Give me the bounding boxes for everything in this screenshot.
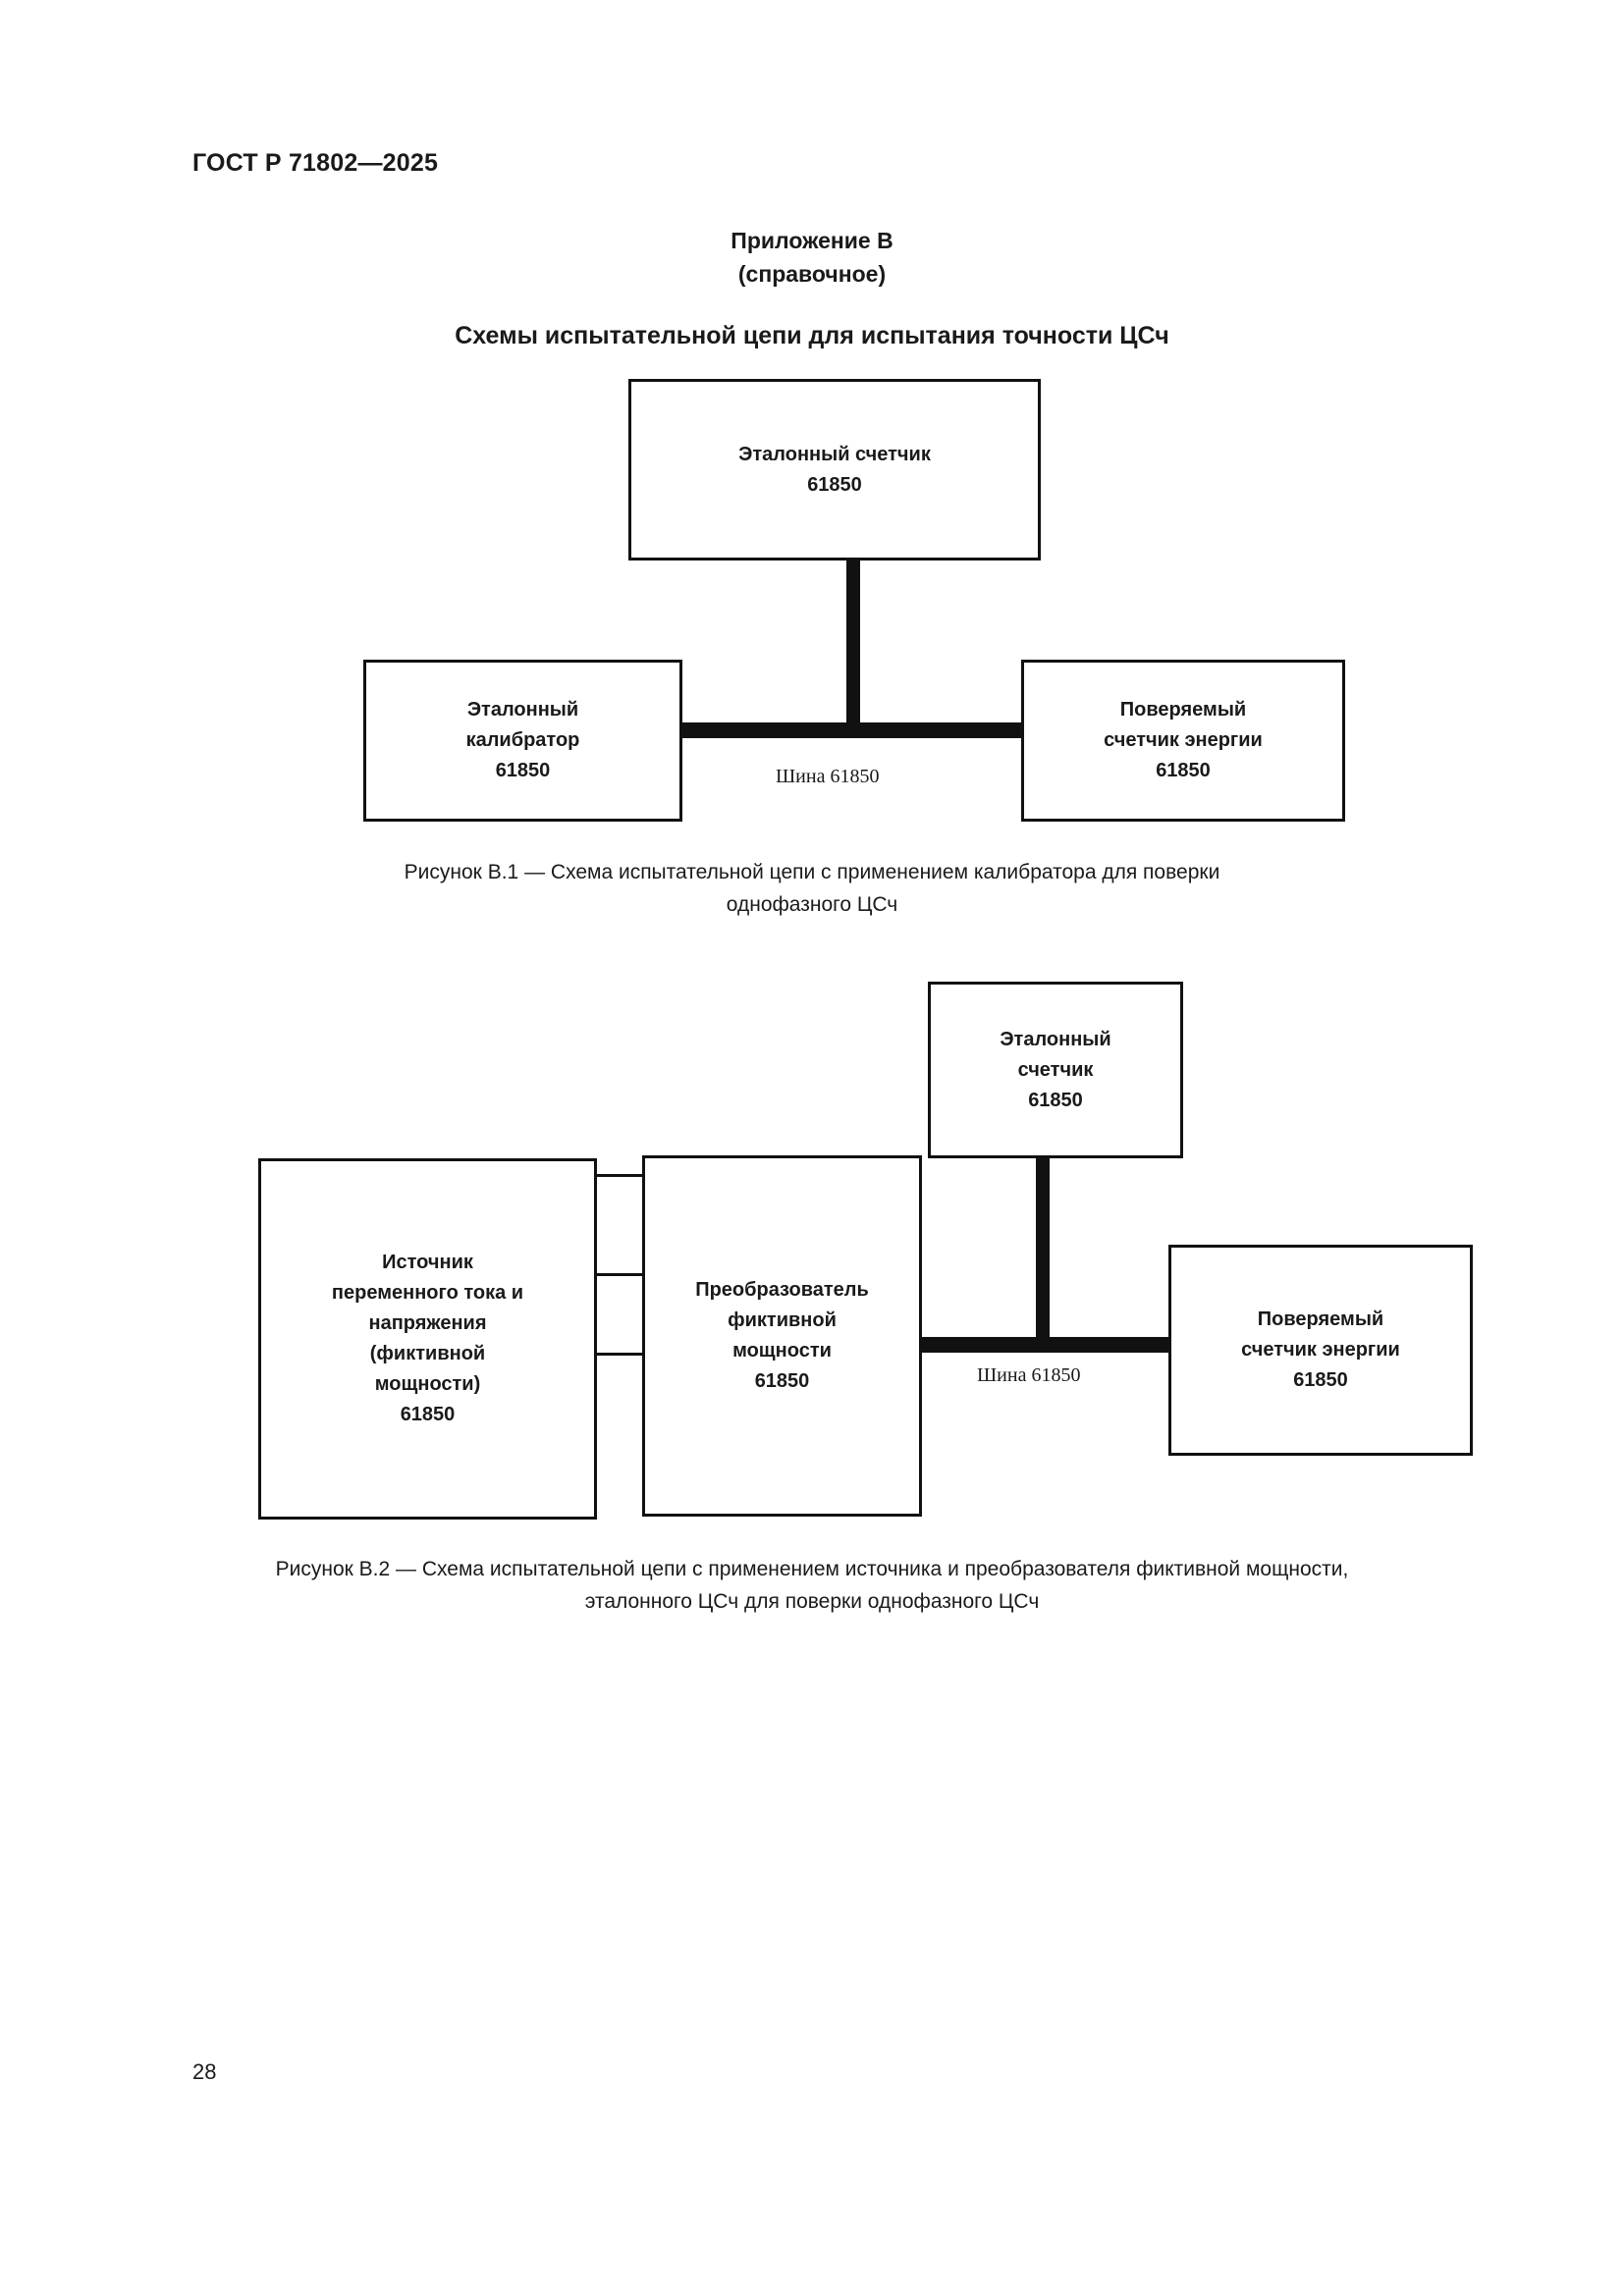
figure-b2-caption-line1: Рисунок В.2 — Схема испытательной цепи с…	[275, 1558, 1349, 1580]
b2-reference-meter-line2: счетчик	[1017, 1058, 1094, 1081]
figure-b1-caption-line1: Рисунок В.1 — Схема испытательной цепи с…	[404, 861, 1220, 883]
b1-meter-under-test-line1: Поверяемый	[1119, 699, 1247, 721]
b2-meter-under-test-line2: счетчик энергии	[1241, 1339, 1400, 1361]
b2-source-line6: 61850	[400, 1404, 456, 1425]
b2-source-line3: напряжения	[368, 1312, 487, 1334]
b1-reference-calibrator-line1: Эталонный	[466, 699, 579, 721]
figure-b1-caption: Рисунок В.1 — Схема испытательной цепи с…	[0, 856, 1624, 921]
b2-node-converter[interactable]: Преобразователь фиктивной мощности 61850	[642, 1155, 922, 1517]
b2-source-line2: переменного тока и	[331, 1282, 524, 1304]
b2-converter-line4: 61850	[754, 1370, 810, 1392]
b2-converter-line1: Преобразователь	[695, 1279, 869, 1301]
b2-horizontal-bus	[918, 1337, 1173, 1353]
document-header: ГОСТ Р 71802—2025	[192, 149, 439, 177]
b2-source-line1: Источник	[382, 1252, 473, 1273]
b2-node-source[interactable]: Источник переменного тока и напряжения (…	[258, 1158, 597, 1520]
b1-node-meter-under-test[interactable]: Поверяемый счетчик энергии 61850	[1021, 660, 1345, 822]
b1-reference-meter-line1: Эталонный счетчик	[738, 443, 931, 465]
figure-b1-caption-line2: однофазного ЦСч	[726, 893, 898, 916]
b1-meter-under-test-line3: 61850	[1156, 760, 1211, 781]
b1-horizontal-bus	[668, 722, 1080, 738]
appendix-subtitle: (справочное)	[737, 261, 887, 287]
b2-converter-line3: мощности	[732, 1340, 832, 1362]
figure-b2-caption-line2: эталонного ЦСч для поверки однофазного Ц…	[584, 1590, 1040, 1613]
b2-source-line5: мощности)	[374, 1373, 481, 1395]
b2-link-line-3	[591, 1353, 646, 1356]
b2-node-meter-under-test[interactable]: Поверяемый счетчик энергии 61850	[1168, 1245, 1473, 1456]
b2-reference-meter-line3: 61850	[1028, 1089, 1083, 1111]
b1-reference-meter-line2: 61850	[807, 473, 862, 496]
b1-reference-calibrator-line3: 61850	[495, 760, 551, 781]
b2-link-line-2	[591, 1273, 646, 1276]
figure-b2-caption: Рисунок В.2 — Схема испытательной цепи с…	[0, 1553, 1624, 1618]
page-number: 28	[192, 2059, 217, 2084]
b1-node-reference-calibrator[interactable]: Эталонный калибратор 61850	[363, 660, 682, 822]
b2-converter-line2: фиктивной	[728, 1309, 837, 1331]
b2-meter-under-test-line1: Поверяемый	[1257, 1308, 1384, 1330]
appendix-title: Приложение В	[731, 228, 893, 253]
b2-source-line4: (фиктивной	[369, 1343, 486, 1364]
b1-meter-under-test-line2: счетчик энергии	[1104, 729, 1263, 751]
b1-node-reference-meter[interactable]: Эталонный счетчик 61850	[628, 379, 1041, 561]
b2-meter-under-test-line3: 61850	[1293, 1369, 1348, 1391]
b1-bus-label: Шина 61850	[776, 766, 880, 787]
b2-node-reference-meter[interactable]: Эталонный счетчик 61850	[928, 982, 1183, 1158]
b2-reference-meter-line1: Эталонный	[1000, 1028, 1111, 1050]
appendix-heading: Приложение В (справочное)	[0, 224, 1624, 291]
section-title: Схемы испытательной цепи для испытания т…	[455, 322, 1169, 349]
b2-bus-label: Шина 61850	[977, 1364, 1081, 1386]
b1-reference-calibrator-line2: калибратор	[465, 729, 580, 751]
b2-link-line-1	[591, 1174, 646, 1177]
